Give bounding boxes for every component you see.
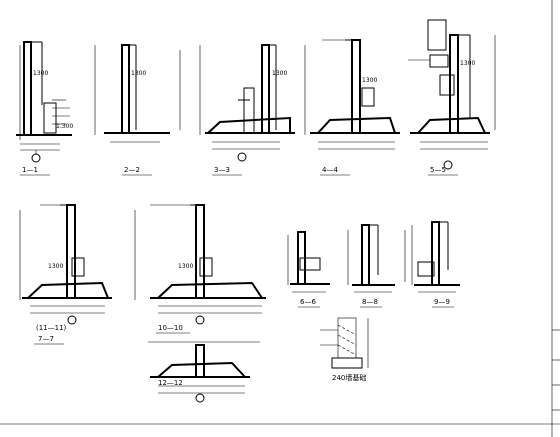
svg-text:1300: 1300 [272, 70, 287, 77]
section-10-10-title: 10—10 [158, 324, 183, 332]
section-9-9 [411, 221, 460, 293]
svg-text:1300: 1300 [131, 70, 146, 77]
section-1-1: 1300 1.300 [16, 41, 73, 163]
svg-text:1300: 1300 [460, 60, 475, 67]
section-2-2: 1300 [94, 44, 181, 143]
svg-text:1300: 1300 [362, 77, 377, 84]
section-10-10: 1300 [134, 204, 266, 325]
section-7-7-title: 7—7 [38, 335, 54, 343]
section-12-12 [148, 341, 260, 403]
svg-text:1300: 1300 [33, 70, 48, 77]
section-11-11-title: (11—11) [36, 324, 67, 332]
section-5-5: 1300 [408, 19, 496, 170]
svg-text:1300: 1300 [48, 263, 63, 270]
section-8-8 [347, 224, 406, 293]
section-4-4: 1300 [304, 39, 400, 150]
section-3-3: 1300 [199, 44, 295, 162]
section-6-6-title: 6—6 [300, 298, 316, 306]
wall-foundation-detail [320, 317, 369, 369]
section-1-1-title: 1—1 [22, 166, 38, 174]
section-11-11: 1300 [19, 204, 112, 325]
section-3-3-title: 3—3 [214, 166, 230, 174]
section-2-2-title: 2—2 [124, 166, 140, 174]
section-9-9-title: 9—9 [434, 298, 450, 306]
svg-text:1300: 1300 [178, 263, 193, 270]
section-5-5-title: 5—5 [430, 166, 446, 174]
svg-text:1.300: 1.300 [56, 123, 73, 130]
section-6-6 [287, 231, 330, 293]
section-8-8-title: 8—8 [362, 298, 378, 306]
section-4-4-title: 4—4 [322, 166, 338, 174]
section-12-12-title: 12—12 [158, 379, 183, 387]
wall-foundation-title: 240墙基础 [332, 373, 366, 382]
